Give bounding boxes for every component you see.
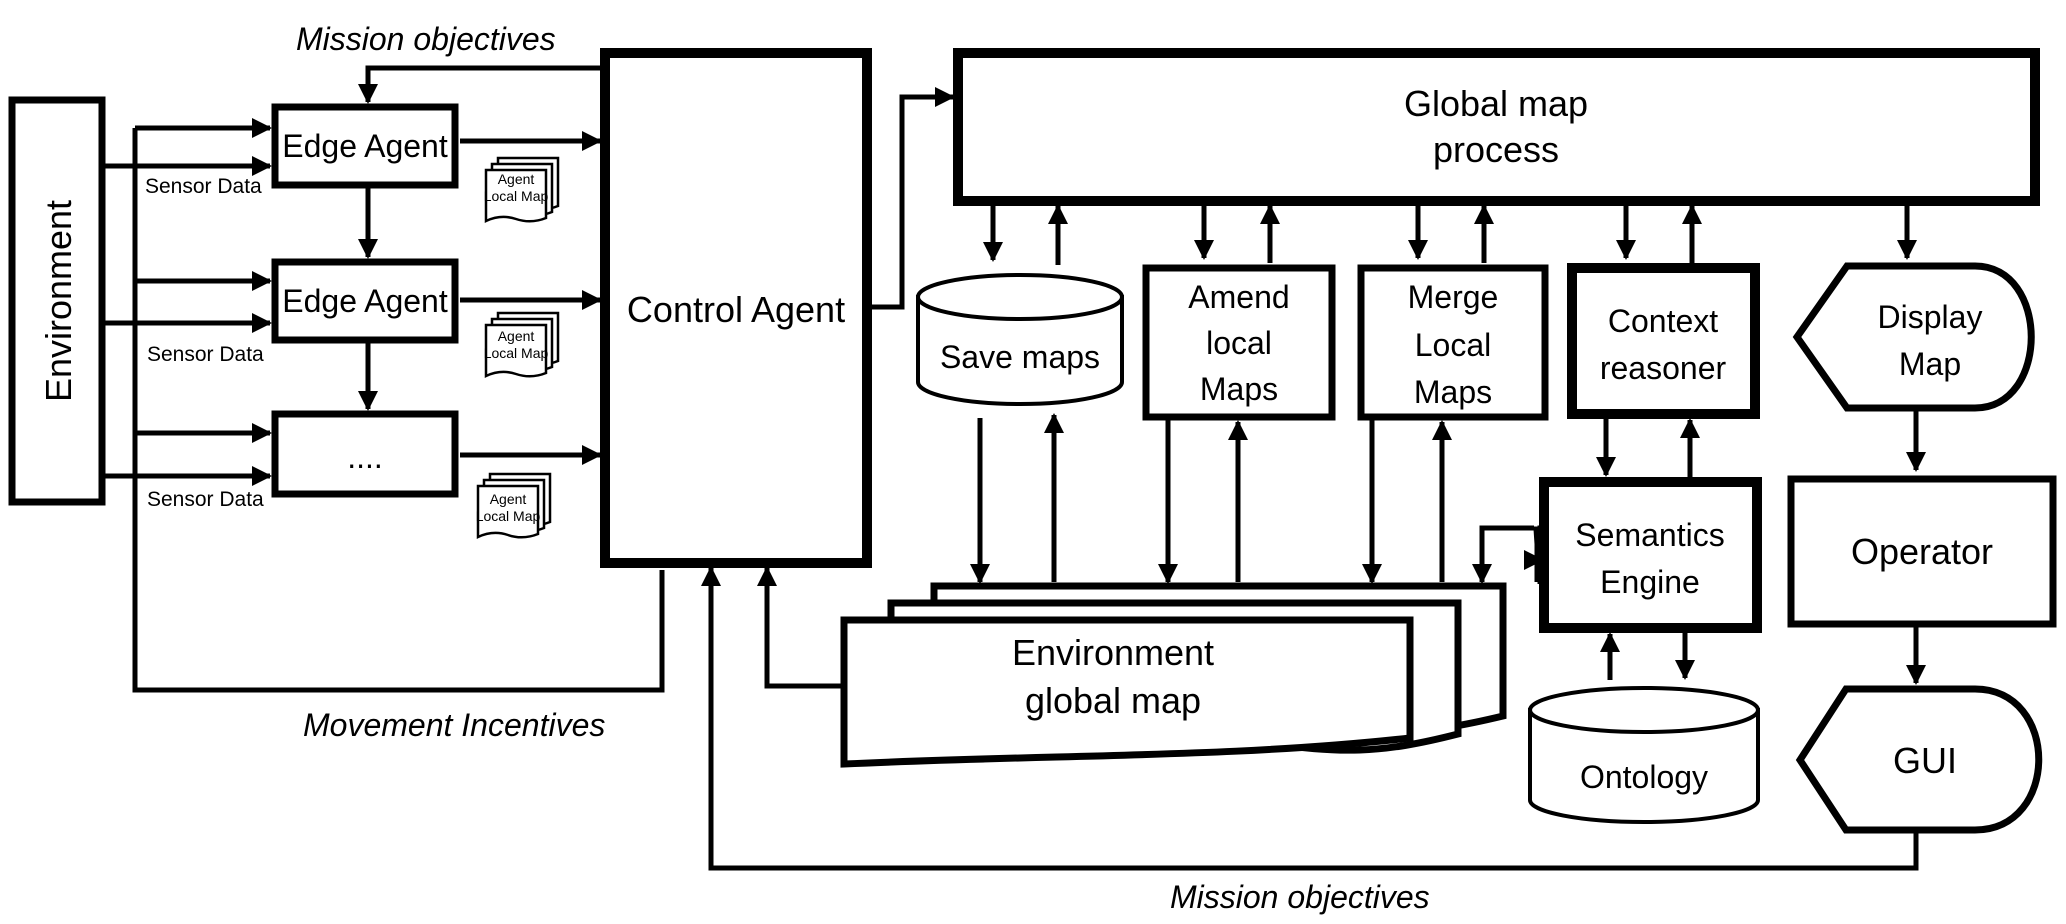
edge-agent-node-1: Edge Agent [271,103,459,189]
amend-local-maps-label-1: Amend [1188,279,1289,315]
environment-node: Environment [8,96,106,506]
amend-local-maps-label-2: local [1206,325,1272,361]
agent-local-map-doc-3: Agent Local Map [476,472,552,539]
sensor-data-label-1: Sensor Data [145,175,262,198]
context-reasoner-node: Context reasoner [1567,263,1760,419]
global-map-to-control-line [757,566,844,689]
edge-agent-node-2: Edge Agent [271,258,459,344]
ontology-label: Ontology [1580,759,1708,795]
agent-local-map-text-1b: Local Map [484,188,549,204]
sensor-data-label-3: Sensor Data [147,488,264,511]
semantics-engine-label-2: Engine [1600,564,1700,600]
mission-objectives-top-line [358,65,605,104]
ontology-node: Ontology [1528,686,1760,824]
agent-local-map-text-3b: Local Map [476,508,541,524]
gui-node: GUI [1795,685,2043,834]
mission-objectives-top-label: Mission objectives [296,21,556,57]
agent-local-map-text-2a: Agent [498,328,535,344]
gui-label: GUI [1893,740,1957,781]
display-map-label-2: Map [1899,346,1961,382]
agent-local-map-doc-2: Agent Local Map [484,311,560,378]
movement-incentives-line [132,128,665,693]
agent-local-map-text-1a: Agent [498,171,535,187]
global-map-process-label-1: Global map [1404,83,1588,124]
amend-local-maps-node: Amend local Maps [1142,264,1336,421]
agent-local-map-text-2b: Local Map [484,345,549,361]
save-maps-node: Save maps [916,273,1124,406]
mission-objectives-bottom-label: Mission objectives [1170,879,1430,915]
environment-label: Environment [38,200,79,402]
control-agent-node: Control Agent [600,48,872,568]
edge-agent-label-2: Edge Agent [282,283,448,319]
save-maps-label: Save maps [940,339,1100,375]
environment-global-map-node: Environment global map [840,582,1507,768]
operator-label: Operator [1851,531,1993,572]
global-map-process-node: Global map process [953,48,2040,206]
semantics-engine-label-1: Semantics [1575,517,1724,553]
display-map-node: Display Map [1792,262,2035,412]
merge-local-maps-label-1: Merge [1408,279,1499,315]
semantics-engine-node: Semantics Engine [1539,477,1762,633]
merge-local-maps-label-3: Maps [1414,374,1492,410]
merge-local-maps-label-2: Local [1415,327,1492,363]
control-agent-label: Control Agent [627,289,845,330]
amend-local-maps-label-3: Maps [1200,371,1278,407]
merge-local-maps-node: Merge Local Maps [1357,264,1549,421]
control-to-global-line [870,87,955,310]
edge-agent-node-3: .... [271,410,459,498]
sensor-data-label-2: Sensor Data [147,343,264,366]
context-reasoner-label-1: Context [1608,303,1718,339]
movement-incentives-label: Movement Incentives [303,707,605,743]
environment-global-map-label-1: Environment [1012,632,1214,673]
edge-agent-label-1: Edge Agent [282,128,448,164]
context-reasoner-label-2: reasoner [1600,350,1727,386]
global-map-process-label-2: process [1433,129,1559,170]
agent-local-map-text-3a: Agent [490,491,527,507]
operator-node: Operator [1787,475,2057,628]
display-map-label-1: Display [1878,299,1983,335]
environment-global-map-label-2: global map [1025,680,1201,721]
agent-local-map-doc-1: Agent Local Map [484,156,560,223]
edge-agent-label-3: .... [347,439,383,475]
mission-objectives-bottom-line [701,566,1919,871]
